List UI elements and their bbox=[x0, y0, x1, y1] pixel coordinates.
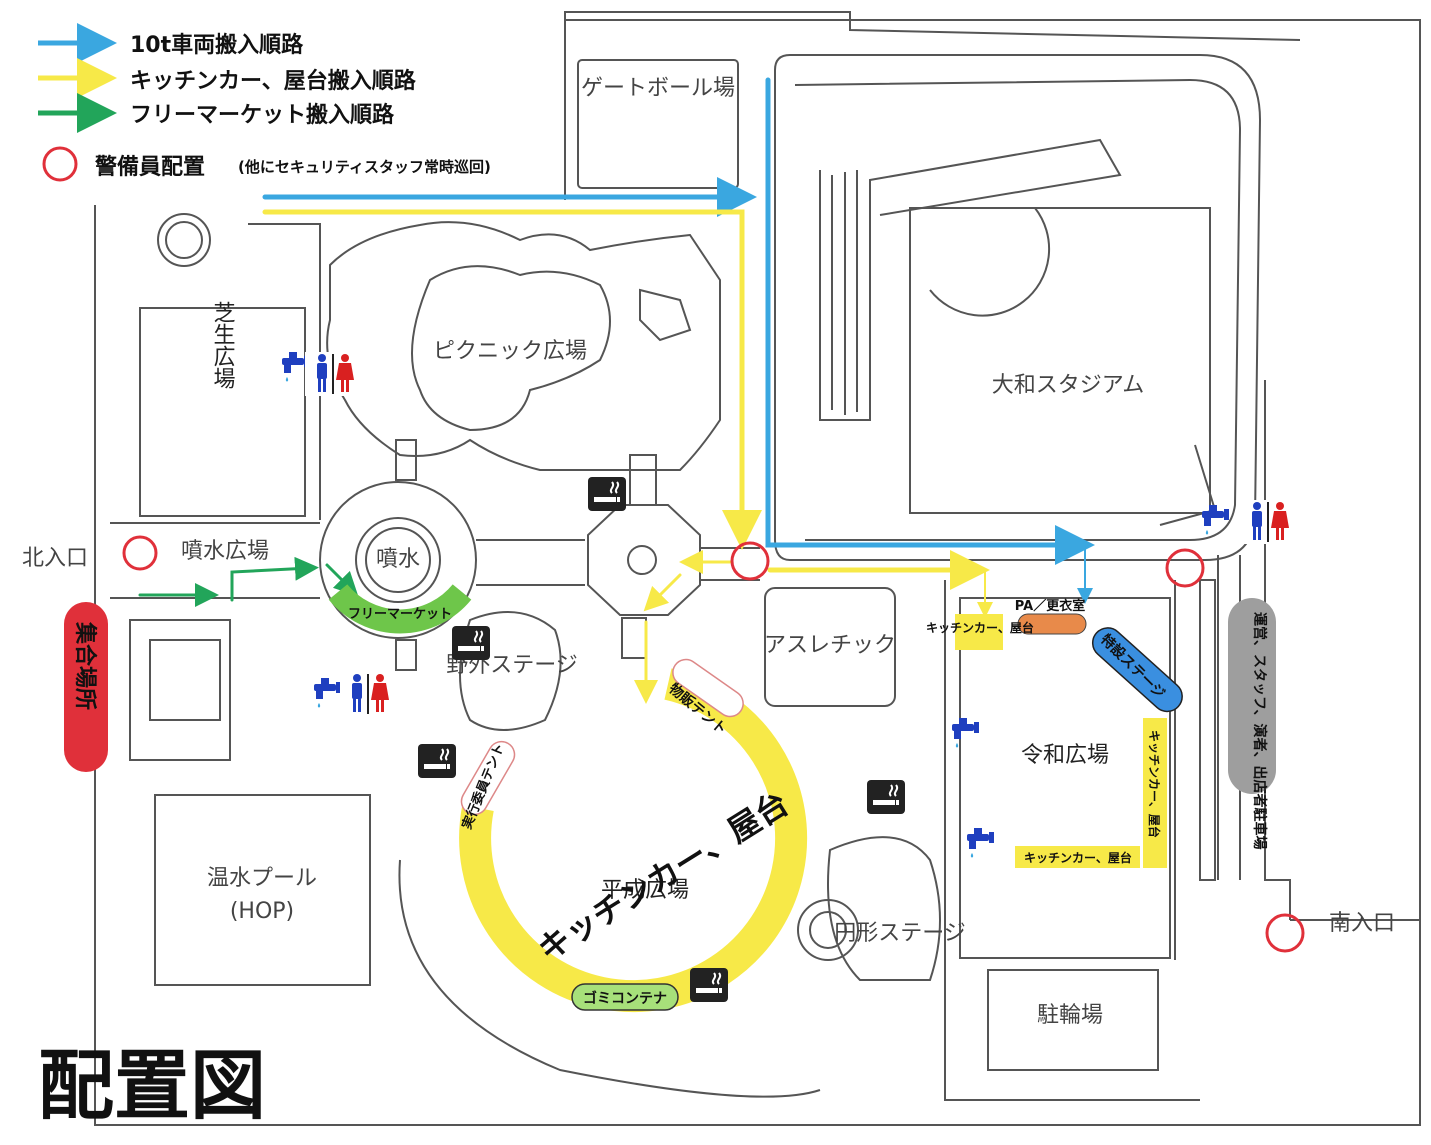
place-bike-parking: 駐輪場 bbox=[1037, 1003, 1103, 1028]
water-faucet-icon bbox=[967, 828, 994, 858]
place-south-entrance: 南入口 bbox=[1329, 911, 1395, 936]
special-stage-label: 特設ステージ bbox=[1097, 631, 1168, 702]
legend-yellow-label: キッチンカー、屋台搬入順路 bbox=[130, 68, 417, 94]
kitchen-small-1-label: キッチンカー、屋台 bbox=[926, 620, 1034, 635]
place-round-stage: 円形ステージ bbox=[834, 921, 966, 946]
legend-blue-label: 10t車両搬入順路 bbox=[130, 32, 304, 58]
special-stage-pill bbox=[1091, 627, 1183, 713]
assembly-label: 集合場所 bbox=[72, 621, 98, 710]
water-faucet-icon bbox=[952, 718, 979, 748]
smoking-area-icon bbox=[689, 967, 729, 1003]
place-gateball: ゲートボール場 bbox=[581, 76, 735, 101]
merch-tent bbox=[672, 658, 744, 718]
place-picnic: ピクニック広場 bbox=[433, 339, 587, 364]
kitchen-block-1 bbox=[955, 614, 1003, 650]
place-heisei: 平成広場 bbox=[601, 878, 689, 903]
place-fountain-plaza: 噴水広場 bbox=[181, 539, 269, 564]
kitchen-block-2 bbox=[1143, 718, 1167, 868]
legend-guard-label: 警備員配置 bbox=[94, 154, 205, 180]
toilet-icon bbox=[1240, 500, 1296, 544]
guard-circle-icon bbox=[1265, 913, 1305, 953]
base-map bbox=[94, 11, 1421, 1126]
legend-guard-note: (他にセキュリティスタッフ常時巡回) bbox=[238, 158, 491, 176]
toilet-icon bbox=[340, 672, 396, 716]
smoking-area-icon bbox=[451, 625, 491, 661]
place-labels: ゲートボール場 ピクニック広場 大和スタジアム 噴水広場 噴水 野外ステージ ア… bbox=[22, 76, 1395, 1028]
place-fountain: 噴水 bbox=[376, 547, 420, 572]
place-stadium: 大和スタジアム bbox=[992, 373, 1144, 398]
garbage-container bbox=[571, 983, 679, 1011]
pa-room-label: PA／更衣室 bbox=[1015, 598, 1085, 614]
water-faucet-icon bbox=[1202, 505, 1229, 535]
tents: 物販テント 実行委員テント bbox=[459, 658, 744, 831]
guard-circle-icon bbox=[42, 146, 78, 182]
smoking-area-icon bbox=[417, 743, 457, 779]
guard-circle-icon bbox=[1165, 548, 1205, 588]
staff-parking bbox=[1228, 598, 1276, 794]
place-athletic: アスレチック bbox=[764, 633, 896, 658]
place-north-entrance: 北入口 bbox=[22, 546, 88, 571]
map-title: 配置図 bbox=[38, 1041, 266, 1130]
assembly-point bbox=[64, 602, 108, 772]
place-reiwa: 令和広場 bbox=[1021, 743, 1109, 768]
kitchen-small-3-label: キッチンカー、屋台 bbox=[1024, 850, 1132, 865]
smoking-area-icon bbox=[587, 476, 627, 512]
flea-market-label: フリーマーケット bbox=[348, 607, 452, 622]
pa-room-pill bbox=[1017, 613, 1087, 635]
committee-tent bbox=[460, 740, 516, 816]
guard-circle-icon bbox=[122, 535, 158, 571]
toilet-icon bbox=[305, 352, 361, 396]
staff-parking-label: 運営、スタッフ、演者、出店者駐車場 bbox=[1251, 612, 1268, 849]
guard-positions bbox=[122, 535, 1305, 953]
kitchen-block-3 bbox=[1015, 846, 1140, 868]
place-lawn: 芝生広場 bbox=[210, 301, 236, 389]
kitchen-small-2-label: キッチンカー、屋台 bbox=[1147, 730, 1162, 838]
legend: 10t車両搬入順路 キッチンカー、屋台搬入順路 フリーマーケット搬入順路 警備員… bbox=[38, 23, 491, 182]
flea-market-area bbox=[328, 584, 472, 634]
place-pool-sub: (HOP) bbox=[230, 899, 294, 924]
water-faucet-icon bbox=[314, 678, 341, 708]
garbage-label: ゴミコンテナ bbox=[583, 990, 667, 1007]
guard-circle-icon bbox=[730, 541, 770, 581]
place-pool: 温水プール bbox=[207, 866, 317, 891]
legend-green-label: フリーマーケット搬入順路 bbox=[130, 102, 395, 128]
smoking-area-icon bbox=[866, 779, 906, 815]
